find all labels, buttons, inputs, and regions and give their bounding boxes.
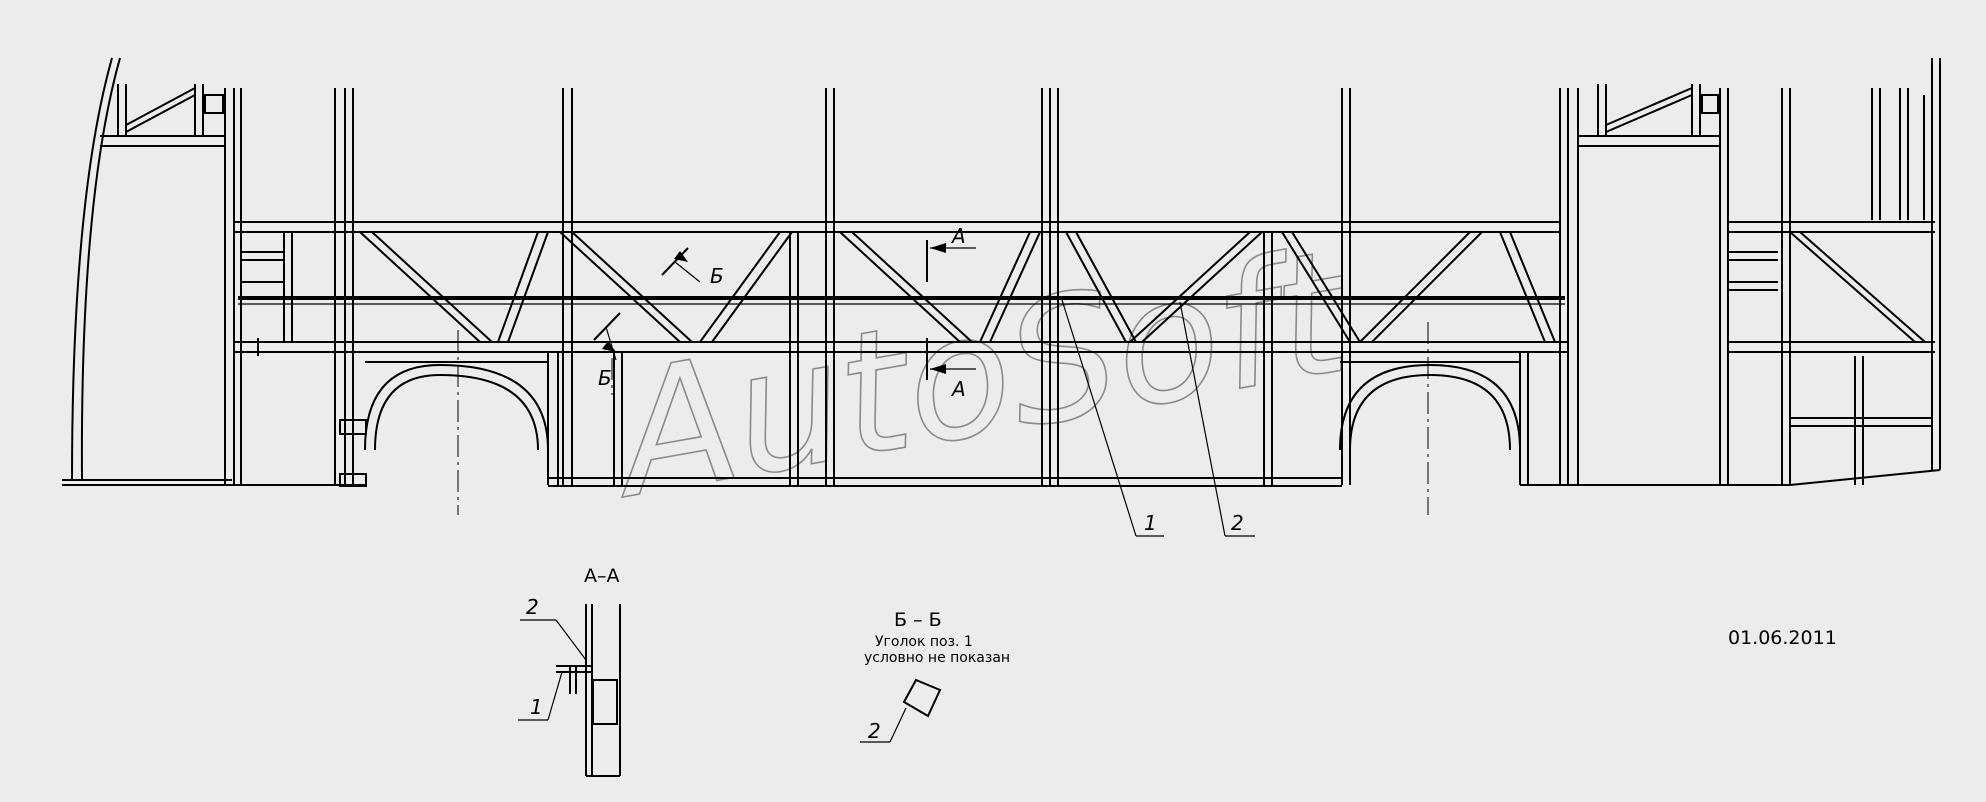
left-brace-2 <box>125 87 196 126</box>
svg-text:2: 2 <box>868 719 881 743</box>
section-b-b: Б – Б Уголок поз. 1 условно не показан 2 <box>860 609 1010 743</box>
wheel-arch-right <box>1339 363 1521 451</box>
left-brace <box>125 94 196 133</box>
rear-diagonal-2 <box>1799 231 1926 343</box>
truss-diagonals <box>359 231 1556 343</box>
right-brace <box>1605 94 1693 133</box>
drawing-date: 01.06.2011 <box>1728 627 1837 649</box>
front-curved-pillar <box>80 57 121 481</box>
svg-text:Б: Б <box>598 366 612 390</box>
svg-text:Б: Б <box>710 264 724 288</box>
bus-frame-side-view <box>62 57 1941 515</box>
svg-text:А: А <box>950 224 966 248</box>
section-a-a: А–А 2 1 <box>518 565 621 777</box>
right-block <box>1701 94 1719 114</box>
left-block <box>204 94 224 114</box>
left-lower-block <box>339 419 367 435</box>
section-a-a-title: А–А <box>584 565 620 587</box>
section-b-b-title: Б – Б <box>894 609 942 631</box>
front-curved-pillar-outer <box>71 57 113 481</box>
wheel-arch-left-inner <box>374 373 539 451</box>
callout-pos1: 1 <box>1061 299 1164 537</box>
svg-text:1: 1 <box>1144 511 1157 535</box>
callout-pos2: 2 <box>1179 301 1255 537</box>
svg-text:1: 1 <box>530 695 543 719</box>
cut-marker-a: А А <box>926 224 976 401</box>
wheel-arch-right-inner <box>1349 373 1511 451</box>
cut-marker-b: Б Б <box>593 247 724 390</box>
svg-text:А: А <box>950 377 966 401</box>
left-lower-block-2 <box>339 473 367 487</box>
section-b-b-note-2: условно не показан <box>864 650 1010 666</box>
watermark-text: AutoSoft <box>594 213 1365 538</box>
floor-line-rear <box>1789 469 1941 486</box>
right-brace-2 <box>1605 87 1693 126</box>
section-b-b-note-1: Уголок поз. 1 <box>875 634 973 650</box>
rear-diagonal <box>1789 231 1916 343</box>
svg-text:2: 2 <box>526 595 539 619</box>
svg-text:2: 2 <box>1231 511 1244 535</box>
wheel-arch-left <box>364 363 549 451</box>
